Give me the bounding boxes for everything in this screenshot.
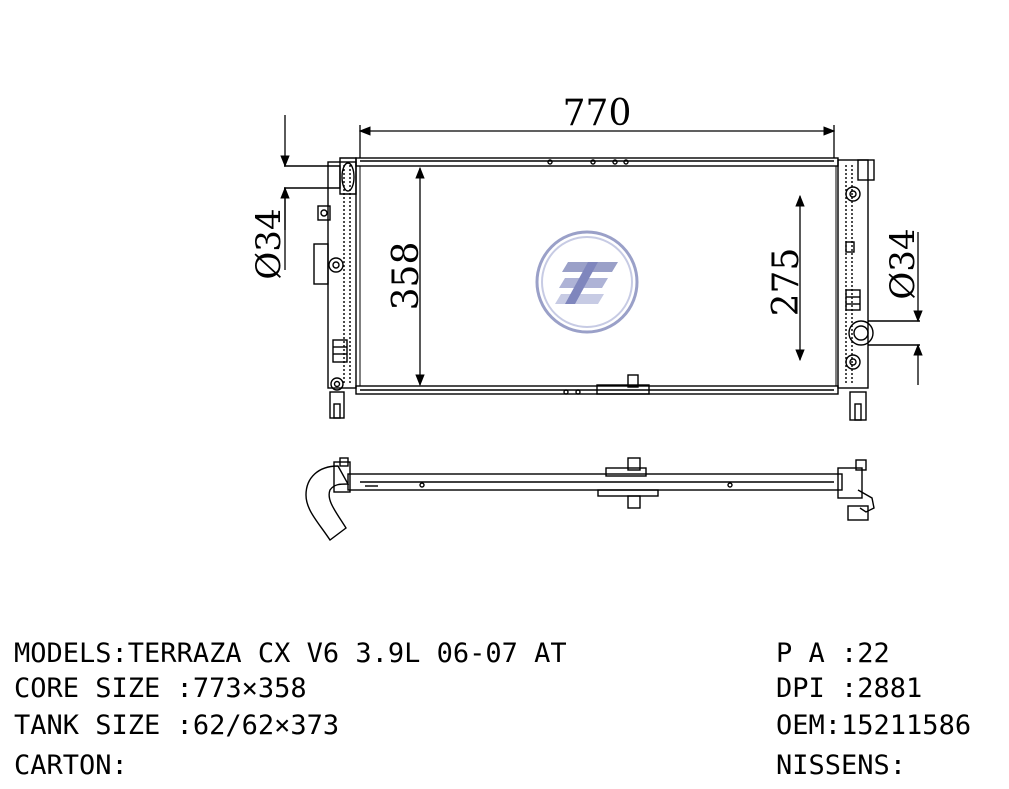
- spec-dpi-value: 2881: [857, 673, 923, 704]
- spec-core-size-value: 773×358: [192, 673, 307, 704]
- spec-pa-value: 22: [857, 638, 890, 669]
- spec-oem-value: 15211586: [841, 710, 972, 741]
- spec-dpi-label: DPI :: [776, 673, 858, 704]
- radiator-front-view: [284, 157, 920, 421]
- inner-height-dimension-label: 275: [766, 248, 807, 317]
- dimension-lines: [280, 115, 923, 387]
- spec-nissens-label: NISSENS:: [776, 750, 907, 781]
- inlet-diameter-label: Ø34: [249, 208, 289, 279]
- spec-carton: CARTON:: [14, 752, 128, 779]
- brand-logo: [535, 230, 639, 334]
- outlet-diameter-label: Ø34: [883, 228, 923, 299]
- spec-pa: P A :22: [776, 640, 890, 667]
- spec-tank-size-label: TANK SIZE :: [14, 710, 193, 741]
- spec-core-size: CORE SIZE :773×358: [14, 675, 307, 702]
- radiator-top-view: [305, 457, 875, 542]
- spec-tank-size: TANK SIZE :62/62×373: [14, 712, 339, 739]
- spec-models: MODELS:TERRAZA CX V6 3.9L 06-07 AT: [14, 640, 567, 667]
- spec-oem-label: OEM:: [776, 710, 842, 741]
- spec-models-value: TERRAZA CX V6 3.9L 06-07 AT: [127, 638, 567, 669]
- width-dimension-label: 770: [563, 93, 632, 134]
- spec-core-size-label: CORE SIZE :: [14, 673, 193, 704]
- height-dimension-label: 358: [386, 242, 427, 311]
- spec-oem: OEM:15211586: [776, 712, 971, 739]
- spec-carton-label: CARTON:: [14, 750, 128, 781]
- spec-pa-label: P A :: [776, 638, 858, 669]
- spec-models-label: MODELS:: [14, 638, 128, 669]
- spec-nissens: NISSENS:: [776, 752, 906, 779]
- spec-dpi: DPI :2881: [776, 675, 922, 702]
- spec-tank-size-value: 62/62×373: [192, 710, 340, 741]
